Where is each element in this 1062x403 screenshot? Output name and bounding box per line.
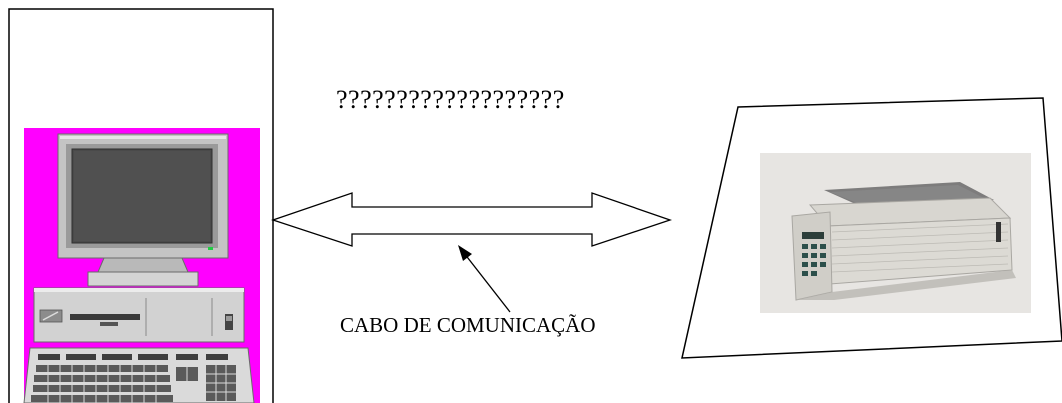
question-text: ??????????????????? (336, 85, 565, 114)
desktop-computer-icon (23, 133, 255, 403)
computer-panel-frame (8, 8, 274, 403)
dot-matrix-printer-icon (791, 182, 1016, 301)
communication-double-arrow (270, 192, 673, 247)
cable-pointer-arrow (458, 245, 511, 313)
printer-panel (681, 97, 1062, 359)
computer-panel (8, 8, 274, 403)
cable-label: CABO DE COMUNICAÇÃO (340, 313, 596, 337)
